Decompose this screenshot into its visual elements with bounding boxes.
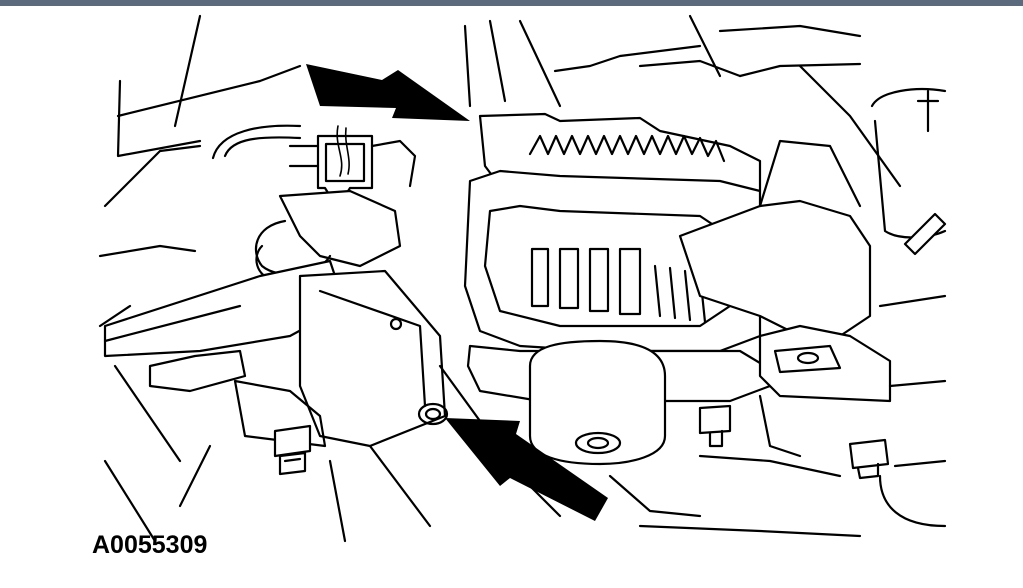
hose <box>211 124 302 160</box>
engine-component-illustration <box>0 6 1023 588</box>
washer <box>417 402 449 426</box>
upper-callout-arrow <box>306 64 470 121</box>
left-bolt <box>273 424 312 476</box>
adjusting-bracket <box>678 139 892 458</box>
right-side-components <box>870 88 947 528</box>
figure-reference-id: A0055309 <box>92 531 208 559</box>
engine-bay-background <box>98 14 902 543</box>
line-drawing <box>98 14 947 543</box>
window-top-bar <box>0 0 1023 6</box>
lower-callout-arrow <box>445 418 608 521</box>
center-bolt <box>698 404 732 448</box>
mounting-bracket <box>103 189 447 448</box>
right-bolt <box>848 438 890 480</box>
lower-structure <box>328 364 862 543</box>
electrical-connector <box>288 125 417 198</box>
alternator <box>463 112 772 466</box>
